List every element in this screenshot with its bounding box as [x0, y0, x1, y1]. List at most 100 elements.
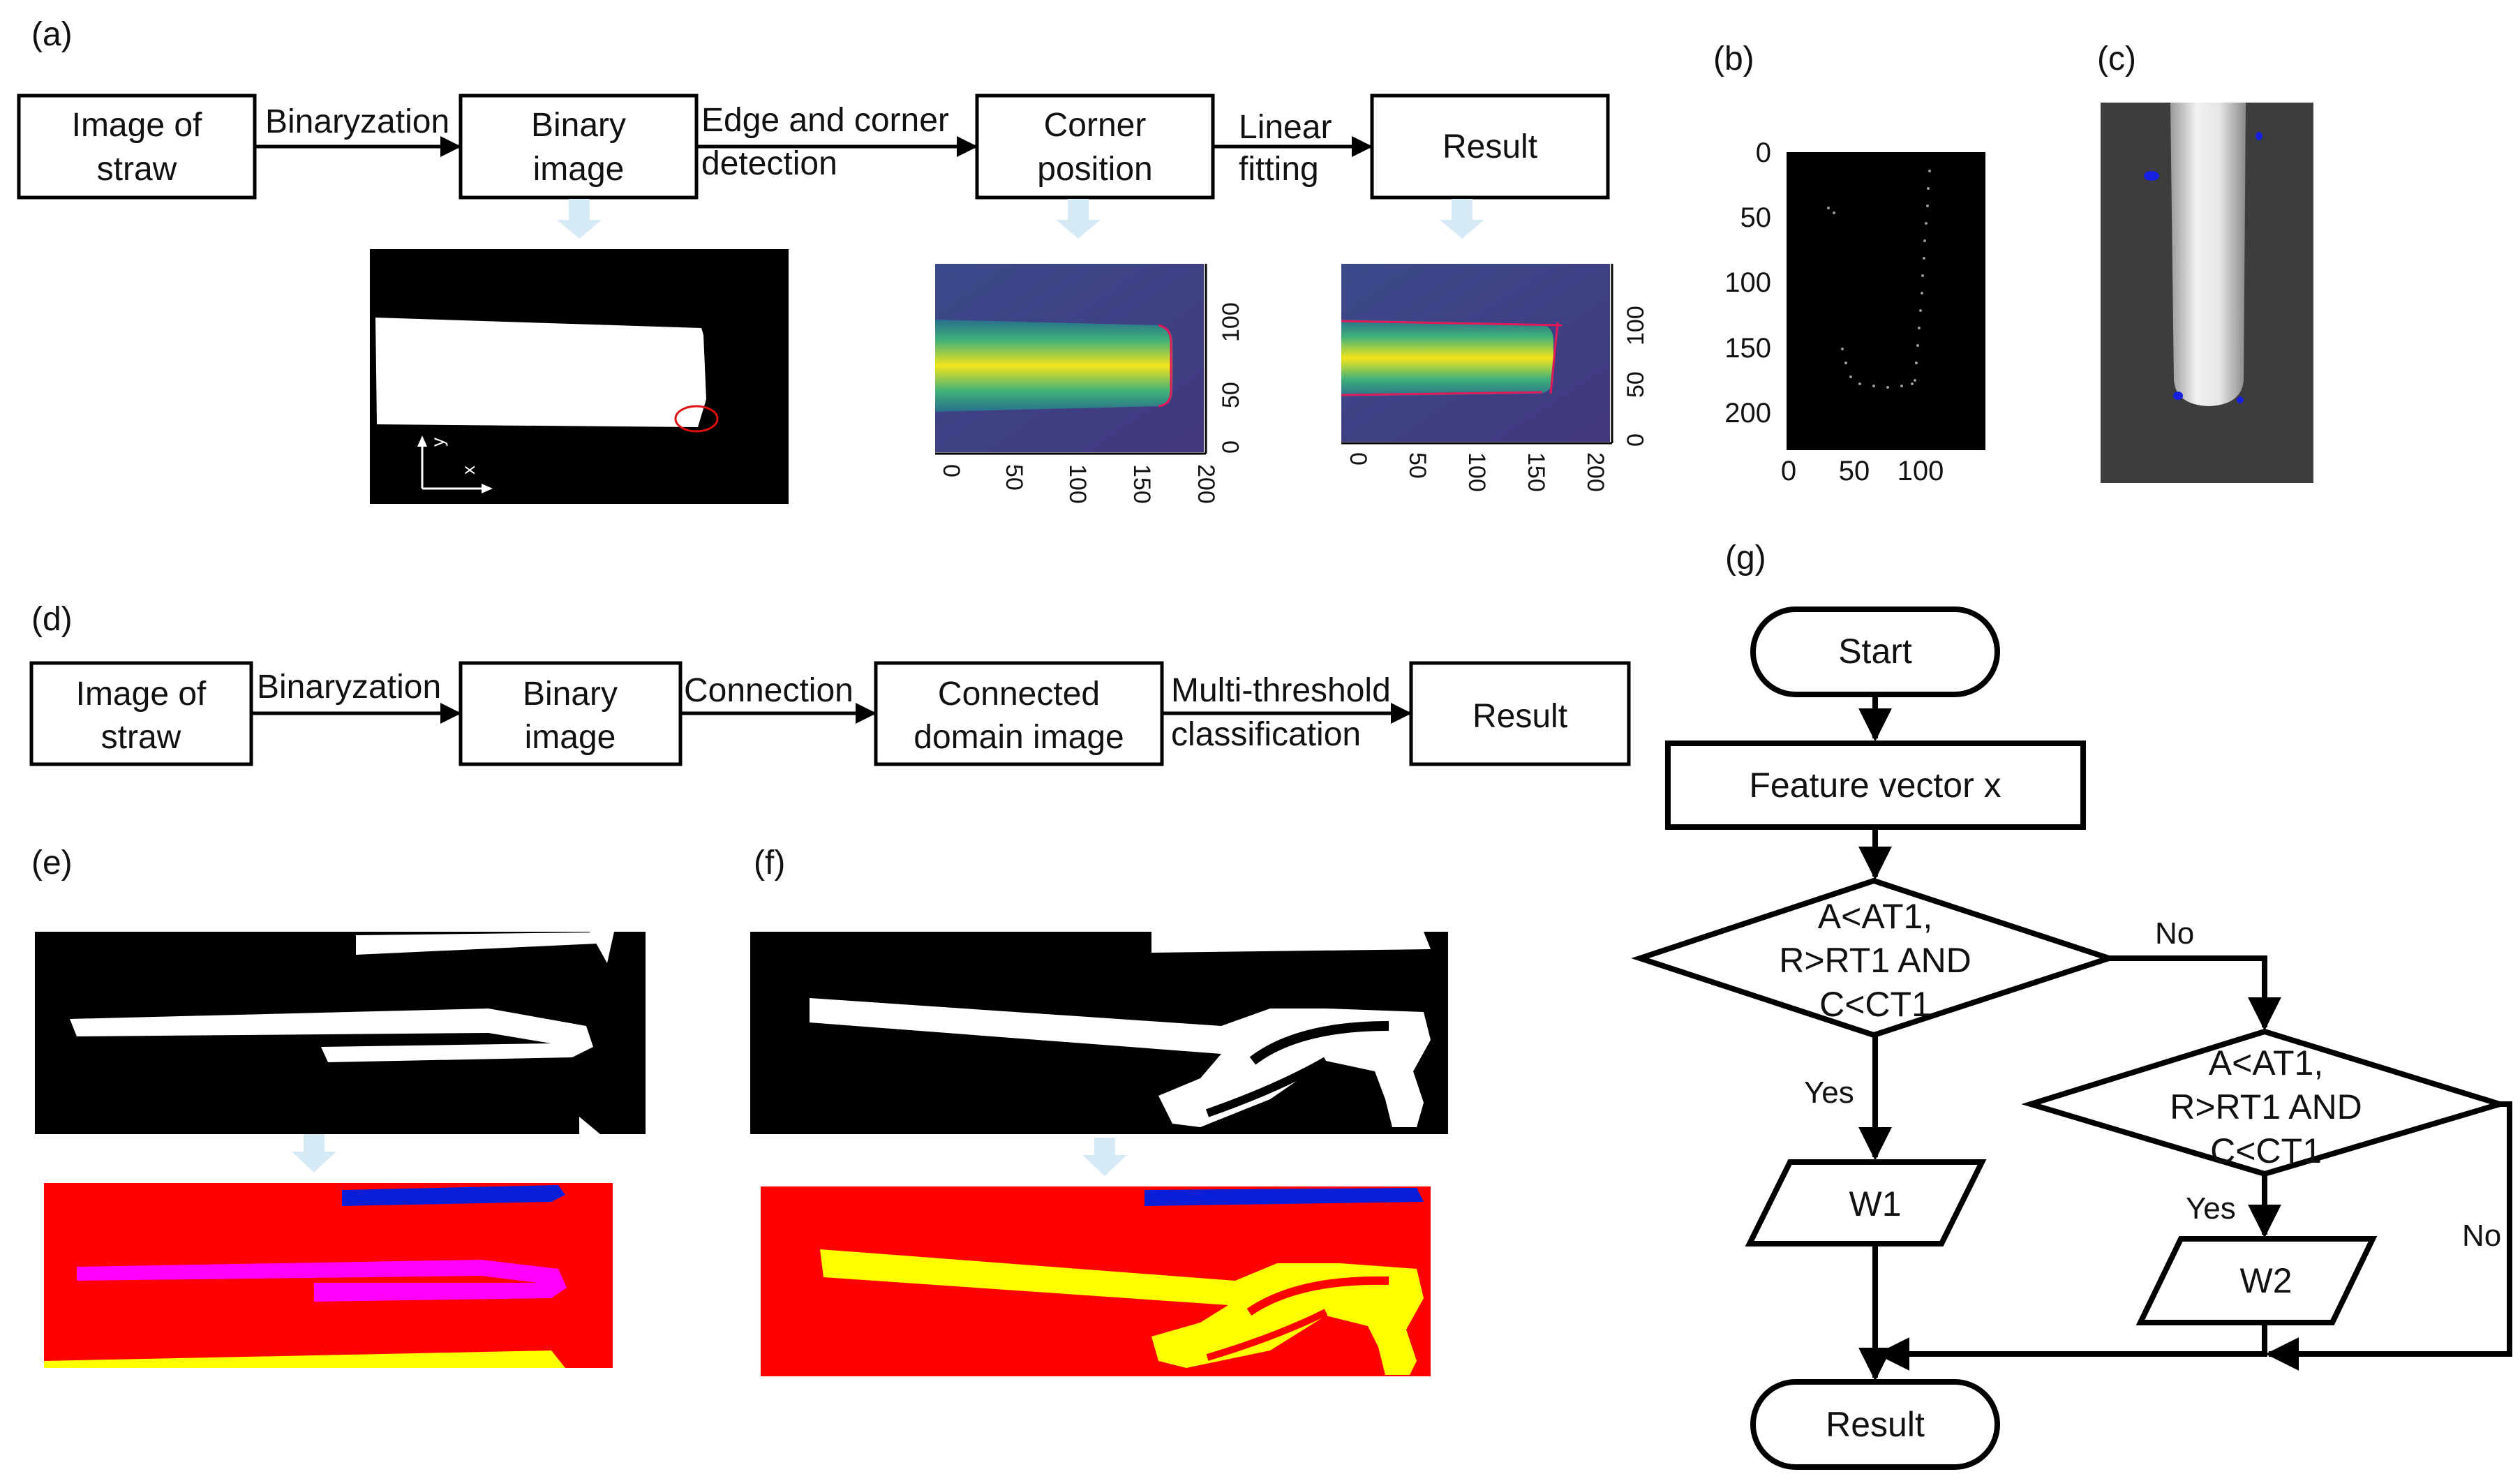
flow-d-arrow3-label1: Multi-threshold: [1171, 672, 1391, 709]
classified-image-e: [44, 1183, 613, 1368]
result-xtick: 100: [1463, 452, 1490, 492]
flow-d-box2-line2: image: [525, 719, 616, 756]
hint-arrow-icon: [292, 1134, 336, 1173]
flow-cond1-line2: R>RT1 AND: [1779, 941, 1971, 980]
flow-a-arrow2-label2: detection: [701, 145, 837, 182]
panel-label-d: (d): [31, 601, 73, 638]
edge-plot-b: [1787, 152, 1985, 450]
result-xtick: 150: [1523, 452, 1549, 492]
flow-a-box3-line2: position: [1037, 151, 1152, 188]
hint-arrow-icon: [557, 199, 602, 239]
result-ytick: 50: [1623, 371, 1649, 398]
flow-result-terminal: [1750, 1379, 2000, 1470]
flow-d-box4: Result: [1473, 698, 1567, 735]
flow-io-w2: [2135, 1236, 2378, 1325]
hint-arrow-icon: [1056, 199, 1101, 239]
flow-cond2-line1: A<AT1,: [2209, 1043, 2323, 1082]
result-ytick: 100: [1623, 306, 1649, 345]
flow-a-arrow3-label1: Linear: [1239, 109, 1332, 146]
edge-xtick: 0: [1781, 456, 1796, 486]
binary-image-f: [750, 932, 1448, 1134]
flow-yes1-label: Yes: [1804, 1076, 1854, 1110]
binary-image-e: [35, 932, 646, 1134]
flow-no1-label: No: [2155, 916, 2194, 951]
hint-arrow-icon: [1440, 199, 1484, 239]
hint-arrow-icon: [1082, 1138, 1127, 1176]
edge-ytick: 50: [1740, 202, 1772, 233]
binary-axis-y: y: [427, 438, 448, 447]
flowchart-g: [1631, 606, 2510, 1470]
flow-d-arrow1-label: Binaryzation: [257, 669, 441, 706]
flow-feature-label: Feature vector x: [1749, 766, 2001, 805]
flow-d: [29, 661, 1631, 766]
corner-xtick: 50: [1001, 464, 1027, 491]
flow-no2-label: No: [2462, 1219, 2501, 1253]
corner-ytick: 50: [1218, 382, 1244, 408]
corner-plot-x-ticks: 0 50 100 150 200: [938, 464, 1219, 504]
corner-xtick: 100: [1064, 464, 1091, 504]
flow-a-box3-line1: Corner: [1044, 107, 1147, 144]
edge-ytick: 150: [1724, 333, 1771, 364]
flow-io-w1: [1745, 1159, 1987, 1246]
flow-d-box3-line2: domain image: [914, 719, 1124, 756]
panel-label-b: (b): [1713, 40, 1754, 77]
result-plot-y-ticks: 0 50 100: [1623, 306, 1649, 447]
flow-a-arrow2-label1: Edge and corner: [701, 102, 949, 139]
classified-image-f: [761, 1186, 1431, 1376]
flow-a-box2-line2: image: [533, 151, 625, 188]
flow-cond2-line3: C<CT1: [2210, 1131, 2322, 1170]
edge-ytick: 100: [1724, 267, 1771, 298]
flow-a: [17, 94, 1610, 200]
flow-a-box1-line2: straw: [97, 151, 177, 188]
flowchart-connectors: [1858, 694, 2512, 1381]
flow-w1-label: W1: [1849, 1184, 1902, 1223]
corner-plot-y-ticks: 0 50 100: [1218, 302, 1244, 454]
flow-d-arrow3-label2: classification: [1171, 716, 1361, 753]
edge-ytick: 0: [1756, 137, 1771, 168]
flow-a-arrow3-label2: fitting: [1239, 151, 1319, 188]
hint-arrows-a: [557, 199, 1484, 239]
result-plot-x-ticks: 0 50 100 150 200: [1345, 452, 1609, 492]
grayscale-corner-image-c: [2101, 103, 2313, 483]
edge-plot-ticks: 0 50 100 150 200 0 50 100: [1724, 137, 1944, 486]
result-xtick: 50: [1404, 452, 1431, 479]
panel-label-c: (c): [2097, 40, 2136, 77]
corner-xtick: 200: [1193, 464, 1219, 504]
flow-cond1-line3: C<CT1: [1819, 985, 1931, 1024]
panel-label-e: (e): [31, 844, 73, 881]
corner-ytick: 0: [1218, 440, 1244, 454]
flow-feature-box: [1665, 740, 2086, 830]
result-xtick: 200: [1582, 452, 1609, 492]
flow-yes2-label: Yes: [2186, 1191, 2236, 1226]
flow-cond1-line1: A<AT1,: [1818, 897, 1932, 936]
flow-d-box2-line1: Binary: [523, 676, 618, 713]
edge-xtick: 50: [1839, 456, 1870, 486]
corner-ytick: 100: [1218, 302, 1244, 342]
edge-xtick: 100: [1898, 456, 1944, 486]
result-plot-a: [1341, 264, 1613, 445]
result-xtick: 0: [1345, 452, 1371, 466]
binary-image-a: y x: [370, 249, 789, 504]
flow-d-box1-line1: Image of: [76, 676, 207, 713]
flow-d-box3-line1: Connected: [938, 676, 1100, 713]
flow-start-label: Start: [1838, 632, 1912, 671]
panel-label-g: (g): [1725, 539, 1766, 576]
flow-d-box1-line2: straw: [101, 719, 181, 756]
flow-w2-label: W2: [2240, 1261, 2292, 1300]
binary-axis-x: x: [458, 466, 479, 475]
flow-a-arrow1-label: Binaryzation: [265, 103, 449, 140]
flow-a-box4: Result: [1442, 128, 1537, 165]
flow-result-label: Result: [1826, 1405, 1925, 1444]
flow-cond2-line2: R>RT1 AND: [2170, 1087, 2362, 1126]
edge-ytick: 200: [1724, 398, 1771, 429]
panel-label-f: (f): [754, 844, 785, 881]
flow-d-arrow2-label: Connection: [684, 672, 853, 709]
flow-a-box1-line1: Image of: [72, 107, 202, 144]
corner-position-plot: [935, 264, 1207, 455]
panel-label-a: (a): [31, 16, 73, 53]
corner-xtick: 150: [1128, 464, 1155, 504]
flow-a-box2-line1: Binary: [531, 107, 626, 144]
corner-xtick: 0: [938, 464, 964, 477]
result-ytick: 0: [1623, 433, 1649, 447]
